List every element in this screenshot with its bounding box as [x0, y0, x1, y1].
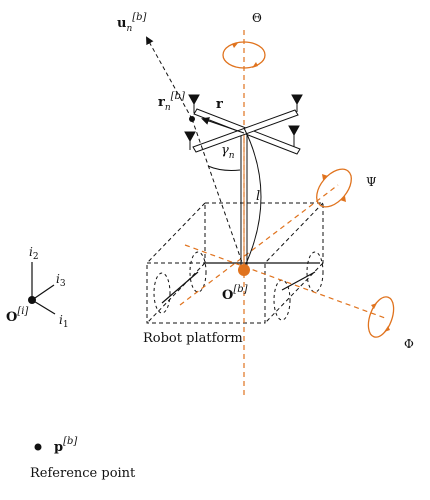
- label-theta: Θ: [252, 11, 262, 25]
- label-p-b: p[b]: [54, 436, 77, 455]
- label-l: l: [256, 189, 260, 204]
- psi-axis: [179, 184, 339, 306]
- antenna-to-origin-line: [191, 118, 245, 269]
- label-O-b: O[b]: [222, 284, 248, 303]
- label-gamma-n: γn: [221, 143, 235, 161]
- wheel-back-left: [189, 251, 207, 293]
- label-robot-platform: Robot platform: [143, 331, 243, 346]
- origin-i-point: [28, 296, 36, 304]
- axles: [161, 262, 320, 304]
- label-reference-point: Reference point: [30, 466, 136, 481]
- antenna-top-right: [291, 94, 303, 112]
- antenna-bottom-right: [288, 125, 300, 147]
- label-r-n: rn[b]: [158, 91, 185, 113]
- mast: [240, 135, 248, 268]
- label-u-n: un[b]: [117, 12, 147, 34]
- label-r: r: [216, 97, 223, 112]
- inertial-frame: [31, 262, 56, 315]
- label-i2: i2: [29, 245, 39, 262]
- rotation-phi: [367, 296, 395, 338]
- antenna-top-left: [188, 94, 200, 113]
- rotation-psi: [316, 168, 352, 208]
- label-i1: i1: [59, 313, 69, 330]
- rotation-theta: [222, 41, 266, 69]
- gamma-arc: [207, 165, 241, 171]
- label-psi: Ψ: [366, 175, 377, 189]
- r-vector: [201, 117, 245, 134]
- antennas: [184, 94, 303, 150]
- u-vector: [146, 36, 193, 120]
- reference-point-dot: [34, 443, 42, 451]
- label-O-i: O[i]: [6, 306, 28, 325]
- wheel-front-left: [153, 272, 171, 314]
- label-i3: i3: [56, 272, 66, 289]
- antenna-bottom-left: [184, 131, 196, 150]
- origin-b-point: [238, 264, 250, 276]
- wheel-back-right: [306, 251, 324, 293]
- label-phi: Φ: [404, 337, 414, 351]
- l-arc: [243, 127, 262, 269]
